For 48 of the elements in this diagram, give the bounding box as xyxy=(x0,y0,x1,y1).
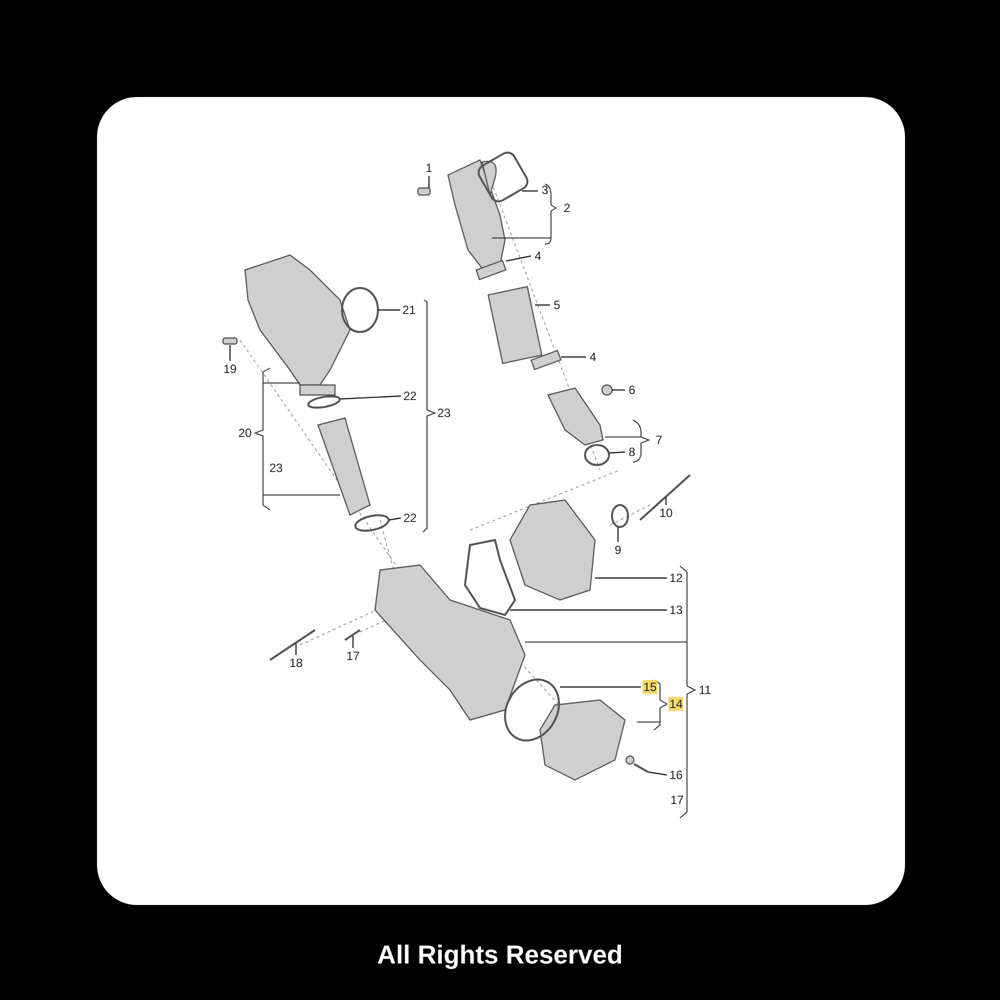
callout-number: 23 xyxy=(268,461,284,475)
callout-number: 2 xyxy=(562,201,572,215)
leader-line xyxy=(665,497,667,505)
callout-number: 4 xyxy=(534,249,542,263)
callout-number: 3 xyxy=(540,183,550,197)
callout-number: 1 xyxy=(424,161,434,175)
leader-line xyxy=(388,517,402,521)
callout-number: 20 xyxy=(237,426,253,440)
callout-number: 21 xyxy=(401,303,417,317)
leader-line xyxy=(506,255,532,262)
callout-number: 12 xyxy=(668,571,684,585)
copyright-notice: All Rights Reserved xyxy=(377,940,623,970)
leader-line xyxy=(428,176,430,188)
callout-number: 13 xyxy=(668,603,684,617)
leader-line xyxy=(535,304,550,306)
leader-line xyxy=(510,609,667,611)
leader-line xyxy=(595,577,667,579)
callout-number: 6 xyxy=(628,383,636,397)
callout-number: 19 xyxy=(222,362,238,376)
leader-line xyxy=(522,190,538,192)
callout-number: 9 xyxy=(614,543,622,557)
callout-number: 10 xyxy=(658,506,674,520)
leader-line xyxy=(561,356,586,358)
callout-number: 18 xyxy=(288,656,304,670)
leader-line xyxy=(378,309,400,311)
callout-number: 14 xyxy=(668,697,684,711)
callout-number: 22 xyxy=(402,389,418,403)
o-ring xyxy=(307,395,341,409)
callout-number: 17 xyxy=(669,793,685,807)
callout-number: 23 xyxy=(436,406,452,420)
leader-line xyxy=(229,345,231,361)
leader-line xyxy=(295,643,297,655)
leader-line xyxy=(612,389,625,391)
callout-number: 16 xyxy=(668,768,684,782)
leader-line xyxy=(560,686,641,688)
callout-number: 15 xyxy=(642,680,658,694)
callout-number: 4 xyxy=(588,350,598,364)
callout-number: 11 xyxy=(698,683,712,697)
leader-line xyxy=(352,636,354,648)
callout-number: 5 xyxy=(552,298,562,312)
callout-number: 17 xyxy=(345,649,361,663)
leader-line xyxy=(340,395,402,400)
leader-line xyxy=(617,527,619,542)
callout-number: 7 xyxy=(654,433,664,447)
callout-number: 22 xyxy=(402,511,418,525)
leader-line xyxy=(608,451,626,454)
leader-line xyxy=(648,771,668,776)
callout-number: 8 xyxy=(628,445,636,459)
